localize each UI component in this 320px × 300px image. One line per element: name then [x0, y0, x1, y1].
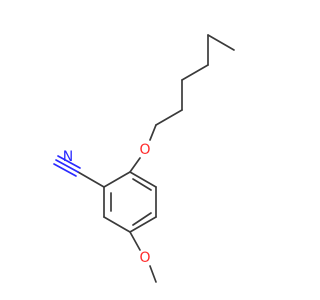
bond-ring-o: [129, 231, 141, 251]
molecule-diagram: O N O: [53, 34, 235, 283]
triple-bond-1: [55, 159, 79, 173]
ring-double-1: [132, 178, 152, 191]
bond-chain-1: [207, 34, 235, 51]
ring-bond-3: [129, 216, 157, 233]
bond-chain-3: [181, 64, 209, 81]
nitrile-group: [53, 155, 105, 188]
bond-o-ring: [129, 157, 141, 173]
triple-bond-3: [53, 163, 77, 177]
bond-chain-6: [149, 124, 157, 141]
methoxy-group: [129, 231, 157, 283]
ring-bond-4: [103, 216, 131, 233]
atom-nitrogen-nitrile: N: [63, 149, 73, 165]
ring-double-2: [132, 212, 152, 226]
atom-oxygen-methoxy: O: [139, 250, 150, 266]
hexyl-chain: [149, 34, 235, 141]
triple-bond-2: [57, 155, 81, 169]
bond-chain-5: [155, 109, 183, 126]
ring-bond-1: [129, 171, 157, 188]
ring-bond-6: [103, 171, 131, 188]
atom-oxygen-ether: O: [139, 142, 150, 158]
bond-ring-c: [77, 171, 105, 188]
bond-o-ch3: [149, 265, 157, 283]
benzene-ring: [103, 171, 157, 233]
